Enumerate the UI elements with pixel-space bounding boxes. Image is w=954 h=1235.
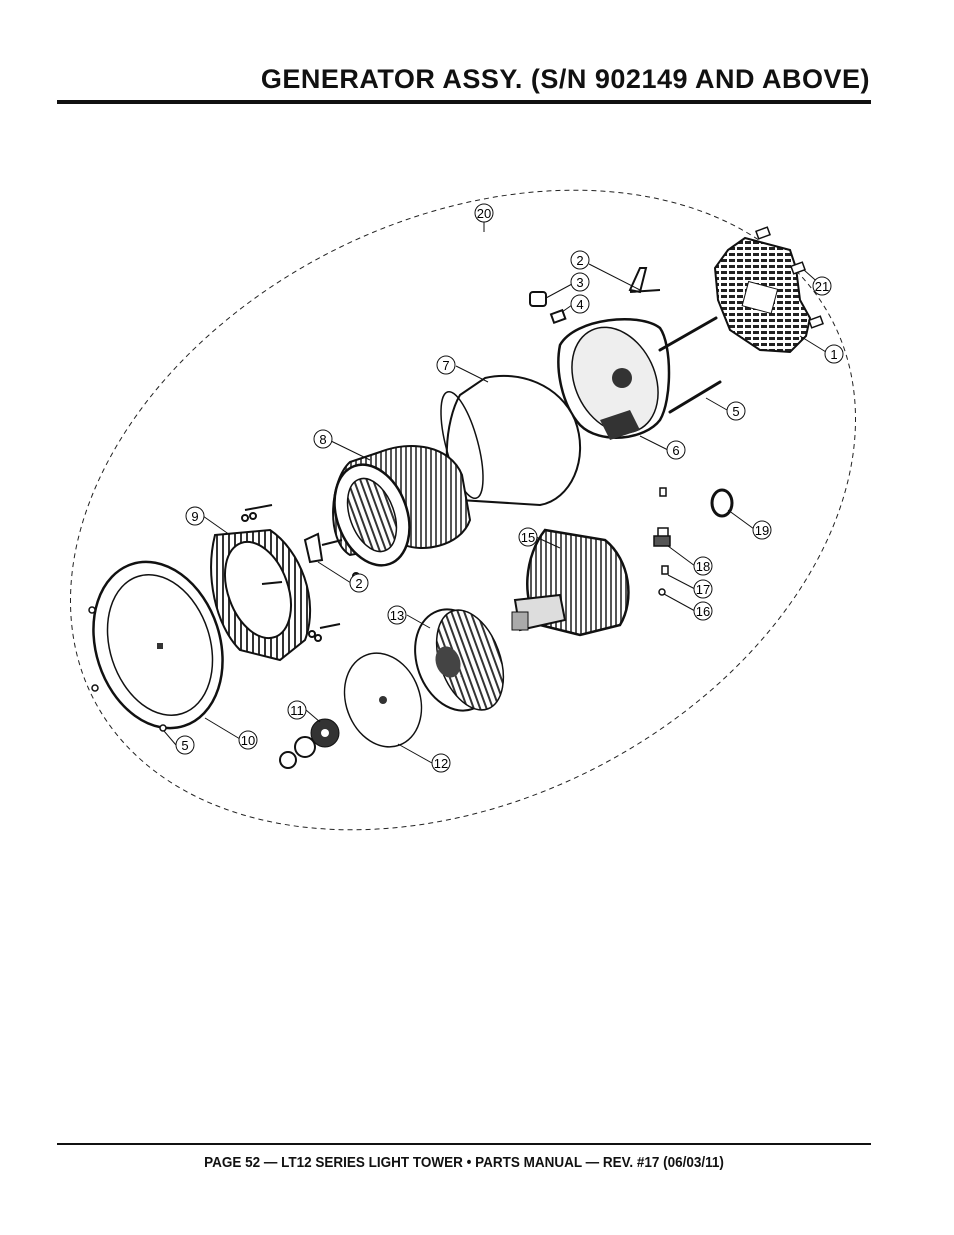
- callout-label: 13: [390, 608, 404, 623]
- part-end-plate: [92, 560, 224, 730]
- callout-label: 17: [696, 582, 710, 597]
- callout-label: 9: [191, 509, 198, 524]
- callout-12: 12: [431, 753, 451, 773]
- callout-label: 2: [576, 253, 583, 268]
- callout-5-lower: 5: [175, 735, 195, 755]
- part-small-hardware: [653, 487, 734, 596]
- part-bracket-lower: [303, 532, 324, 564]
- callout-16: 16: [693, 601, 713, 621]
- part-rotor: [511, 528, 630, 637]
- callout-label: 7: [442, 358, 449, 373]
- callout-9: 9: [185, 506, 205, 526]
- callout-6: 6: [666, 440, 686, 460]
- callout-label: 6: [672, 443, 679, 458]
- part-hub: [279, 718, 340, 769]
- callout-18: 18: [693, 556, 713, 576]
- callout-1: 1: [824, 344, 844, 364]
- part-cover-band: [440, 374, 581, 507]
- part-end-bell: [557, 318, 671, 440]
- callout-4: 4: [570, 294, 590, 314]
- part-rear-grille-cover: [713, 236, 812, 354]
- callout-11: 11: [287, 700, 307, 720]
- leader-lines: [163, 221, 827, 764]
- callout-13: 13: [387, 605, 407, 625]
- part-fan: [414, 608, 505, 712]
- callout-label: 12: [434, 756, 448, 771]
- footer-rule: [57, 1143, 871, 1145]
- callout-7: 7: [436, 355, 456, 375]
- callout-2: 2: [570, 250, 590, 270]
- page-title: GENERATOR ASSY. (S/N 902149 AND ABOVE): [260, 64, 870, 94]
- callout-label: 2: [355, 576, 362, 591]
- callout-label: 1: [830, 347, 837, 362]
- callout-8: 8: [313, 429, 333, 449]
- callout-label: 4: [576, 297, 583, 312]
- kit-boundary-dashed: [69, 189, 857, 831]
- part-fittings: [529, 291, 567, 325]
- title-rule: [57, 100, 871, 104]
- callout-19: 19: [752, 520, 772, 540]
- callout-label: 5: [181, 738, 188, 753]
- callout-label: 19: [755, 523, 769, 538]
- callout-label: 8: [319, 432, 326, 447]
- part-screws: [755, 226, 824, 329]
- callout-21: 21: [812, 276, 832, 296]
- part-through-bolts: [658, 316, 722, 414]
- part-stator: [332, 445, 472, 567]
- callout-label: 15: [521, 530, 535, 545]
- page-footer: PAGE 52 — LT12 SERIES LIGHT TOWER • PART…: [204, 1154, 724, 1171]
- callout-15: 15: [518, 527, 538, 547]
- callout-label: 20: [477, 206, 491, 221]
- callout-20: 20: [474, 203, 494, 223]
- part-fan-housing: [210, 528, 312, 662]
- callout-label: 11: [290, 703, 304, 718]
- callout-5: 5: [726, 401, 746, 421]
- callout-label: 10: [241, 733, 255, 748]
- callout-10: 10: [238, 730, 258, 750]
- callout-2-lower: 2: [349, 573, 369, 593]
- part-nuts: [88, 606, 167, 732]
- callout-label: 21: [815, 279, 829, 294]
- callout-label: 16: [696, 604, 710, 619]
- callout-label: 3: [576, 275, 583, 290]
- part-bracket-top: [628, 267, 661, 294]
- callout-label: 18: [696, 559, 710, 574]
- callout-3: 3: [570, 272, 590, 292]
- callout-label: 5: [732, 404, 739, 419]
- callout-17: 17: [693, 579, 713, 599]
